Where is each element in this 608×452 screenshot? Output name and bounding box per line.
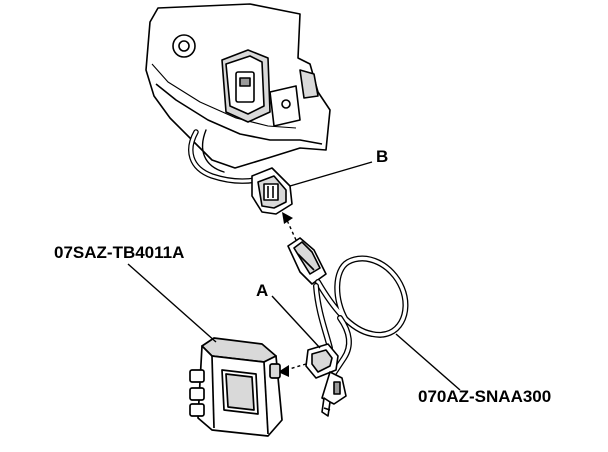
- insertion-arrow-b: [282, 212, 297, 241]
- vehicle-harness: [188, 129, 259, 184]
- control-box: [189, 337, 283, 437]
- vehicle-bracket: [145, 3, 331, 169]
- callout-b-label: B: [376, 147, 388, 166]
- callout-a-label: A: [256, 281, 268, 300]
- cable-coil: [313, 255, 409, 379]
- leader-cable: [395, 333, 461, 391]
- box-part-number: 07SAZ-TB4011A: [54, 243, 184, 262]
- cable-upper-connector: [287, 237, 327, 285]
- insertion-arrow-a: [278, 363, 307, 377]
- connector-b: [251, 167, 293, 215]
- leader-b: [289, 161, 373, 187]
- leader-box: [127, 263, 217, 343]
- cable-part-number: 070AZ-SNAA300: [418, 387, 551, 406]
- connector-a: [305, 343, 339, 379]
- leader-a: [271, 295, 321, 349]
- cable-lower-plug: [321, 371, 347, 417]
